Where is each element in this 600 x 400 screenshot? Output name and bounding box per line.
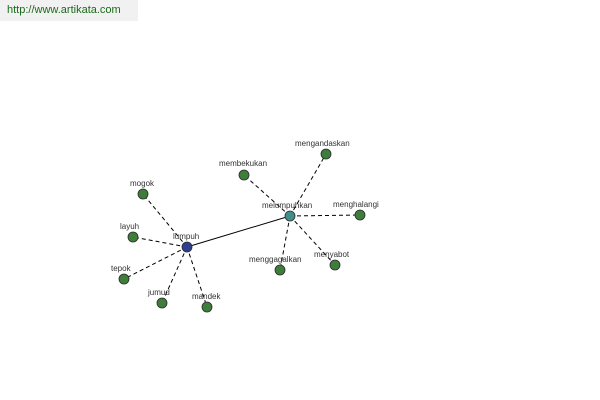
edge-melumpuhkan-mengandaskan <box>289 153 327 217</box>
edge-lumpuh-melumpuhkan <box>186 215 291 248</box>
node-label-layuh: layuh <box>120 222 139 231</box>
edge-lumpuh-layuh <box>132 236 188 248</box>
edge-melumpuhkan-menghalangi <box>289 214 361 217</box>
node-label-tepok: tepok <box>111 264 132 273</box>
edge-lumpuh-jumud <box>161 246 188 304</box>
node-label-menggagalkan: menggagalkan <box>249 255 301 264</box>
edge-lumpuh-tepok <box>123 246 188 280</box>
node-label-mandek: mandek <box>192 292 221 301</box>
labels-layer: lumpuh melumpuhkan mogok layuh tepok jumud man… <box>111 139 379 301</box>
nodes-layer <box>118 148 366 313</box>
node-menggagalkan[interactable] <box>274 264 286 276</box>
source-banner: http://www.artikata.com <box>0 0 138 21</box>
node-layuh[interactable] <box>127 231 139 243</box>
node-label-membekukan: membekukan <box>219 159 267 168</box>
node-lumpuh[interactable] <box>181 241 193 253</box>
node-label-lumpuh: lumpuh <box>173 232 199 241</box>
node-menghalangi[interactable] <box>354 209 366 221</box>
edge-melumpuhkan-menggagalkan <box>279 215 291 271</box>
node-mengandaskan[interactable] <box>320 148 332 160</box>
node-label-mogok: mogok <box>130 179 155 188</box>
node-tepok[interactable] <box>118 273 130 285</box>
node-jumud[interactable] <box>156 297 168 309</box>
node-label-menyabot: menyabot <box>314 250 350 259</box>
node-label-menghalangi: menghalangi <box>333 200 379 209</box>
node-label-melumpuhkan: melumpuhkan <box>262 201 312 210</box>
node-mandek[interactable] <box>201 301 213 313</box>
edge-lumpuh-mandek <box>186 246 208 308</box>
edge-melumpuhkan-membekukan <box>243 174 291 217</box>
edges-layer <box>123 153 361 308</box>
source-link[interactable]: http://www.artikata.com <box>7 4 121 16</box>
edge-lumpuh-mogok <box>142 193 188 248</box>
node-mogok[interactable] <box>137 188 149 200</box>
node-menyabot[interactable] <box>329 259 341 271</box>
node-label-mengandaskan: mengandaskan <box>295 139 350 148</box>
node-label-jumud: jumud <box>147 288 170 297</box>
node-membekukan[interactable] <box>238 169 250 181</box>
node-melumpuhkan[interactable] <box>284 210 296 222</box>
